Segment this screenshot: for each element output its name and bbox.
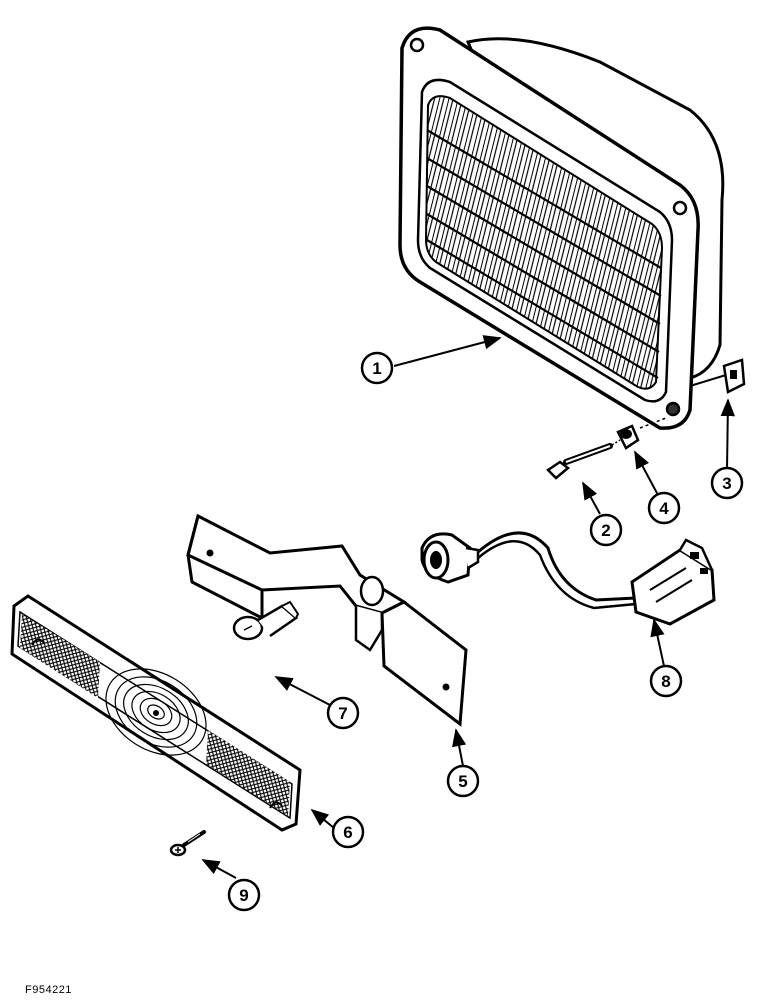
callout-9-label: 9 bbox=[239, 886, 248, 905]
leader-lines bbox=[201, 335, 735, 879]
callout-2-label: 2 bbox=[601, 521, 610, 540]
callout-3: 3 bbox=[710, 466, 744, 500]
bulb bbox=[232, 600, 300, 641]
callout-6: 6 bbox=[331, 815, 365, 849]
work-lamp bbox=[398, 26, 725, 430]
callout-4: 4 bbox=[647, 491, 681, 525]
callout-9: 9 bbox=[227, 878, 261, 912]
nut bbox=[616, 417, 667, 450]
callout-4-label: 4 bbox=[659, 499, 669, 518]
callout-5-label: 5 bbox=[458, 772, 467, 791]
callout-3-label: 3 bbox=[722, 474, 731, 493]
wiring-harness bbox=[420, 531, 716, 626]
callout-6-label: 6 bbox=[343, 823, 352, 842]
callout-2: 2 bbox=[589, 513, 623, 547]
callout-1-label: 1 bbox=[372, 359, 381, 378]
figure-code: F954221 bbox=[25, 984, 72, 996]
callout-7-label: 7 bbox=[338, 704, 347, 723]
bracket bbox=[186, 513, 468, 727]
callout-8: 8 bbox=[649, 664, 683, 698]
clip bbox=[689, 358, 746, 394]
bolt bbox=[546, 439, 621, 480]
screw bbox=[169, 830, 206, 857]
callout-7: 7 bbox=[326, 696, 360, 730]
reflector bbox=[10, 594, 302, 832]
mount-hole-icon bbox=[409, 37, 425, 53]
callout-5: 5 bbox=[446, 764, 480, 798]
callout-8-label: 8 bbox=[661, 672, 670, 691]
callout-1: 1 bbox=[360, 351, 394, 385]
